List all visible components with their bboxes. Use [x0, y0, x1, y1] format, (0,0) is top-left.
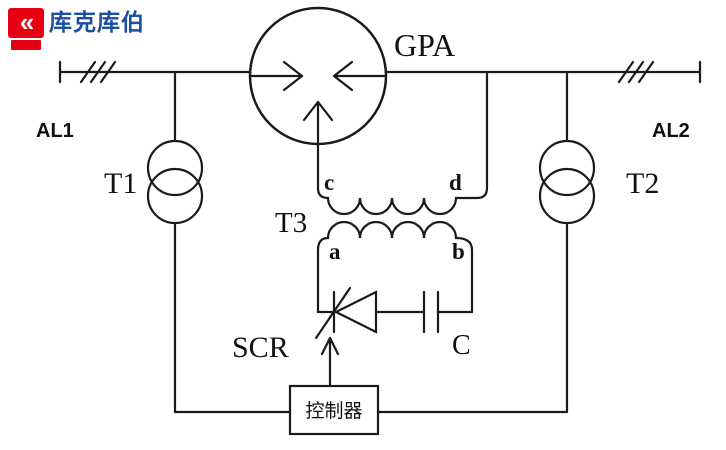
- label-capacitor: C: [452, 330, 471, 361]
- gate-trigger-arrow-icon: [320, 336, 340, 388]
- bus-line-right: [384, 60, 702, 84]
- logo-badge: [11, 40, 41, 50]
- label-winding-c: c: [324, 170, 334, 195]
- label-scr: SCR: [232, 331, 289, 364]
- logo-text: 库克库伯: [49, 10, 145, 36]
- transformer-t2: [538, 70, 596, 414]
- label-t3: T3: [275, 207, 307, 239]
- scr-gate-diagonal: [314, 286, 352, 340]
- label-t1: T1: [104, 167, 137, 200]
- gpa-arrow-right-icon: [332, 60, 386, 92]
- label-t2: T2: [626, 167, 659, 200]
- gpa-arrow-left-icon: [250, 60, 304, 92]
- label-al2: AL2: [652, 120, 690, 142]
- label-winding-a: a: [329, 239, 341, 264]
- label-controller: 控制器: [305, 400, 362, 422]
- line-break-hatch-right-icon: [617, 60, 655, 84]
- gpa-arrester: [248, 6, 388, 146]
- bus-line-left: [58, 60, 252, 84]
- logo-icon-column: «: [8, 8, 44, 50]
- line-break-hatch-left-icon: [79, 60, 117, 84]
- brand-logo: « 库克库伯: [8, 8, 145, 50]
- transformer-t3-secondary-winding: [316, 220, 474, 314]
- label-al1: AL1: [36, 120, 74, 142]
- logo-chevrons-icon: «: [8, 8, 44, 38]
- controller-box: [173, 384, 569, 436]
- transformer-t3-primary-winding: [316, 70, 489, 216]
- capacitor-symbol: [374, 290, 474, 334]
- label-winding-d: d: [449, 170, 462, 195]
- scr-symbol: [314, 286, 378, 340]
- transformer-t1: [146, 70, 204, 414]
- label-winding-b: b: [452, 239, 465, 264]
- label-gpa: GPA: [394, 27, 455, 63]
- gpa-arrow-bottom-icon: [302, 100, 334, 144]
